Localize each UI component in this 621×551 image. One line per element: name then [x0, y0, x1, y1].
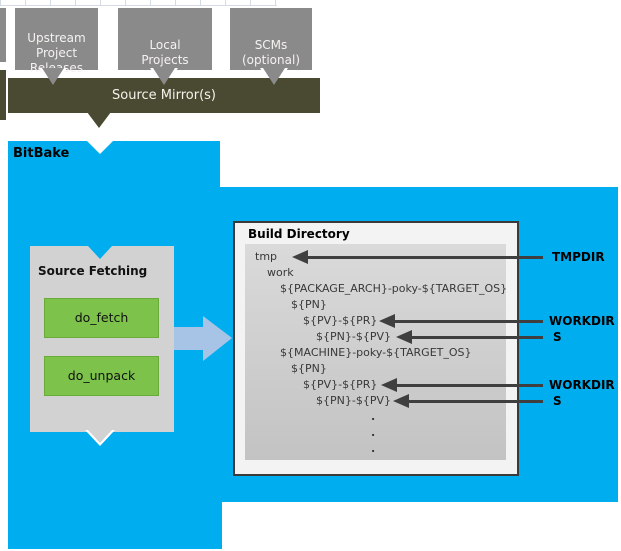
tree-ellipsis-dot: .: [371, 410, 376, 423]
tmpdir-label: TMPDIR: [552, 250, 605, 264]
upstream-project-releases-box: Upstream Project Releases: [15, 8, 98, 75]
tree-item-package-arch: ${PACKAGE_ARCH}-poky-${TARGET_OS}: [280, 282, 508, 295]
directory-tree: tmp work ${PACKAGE_ARCH}-poky-${TARGET_O…: [245, 244, 508, 460]
tree-item-pn-pv-2: ${PN}-${PV}: [316, 394, 391, 407]
do-fetch-task-box: do_fetch: [44, 298, 159, 338]
bitbake-label: BitBake: [13, 146, 70, 161]
do-unpack-label: do_unpack: [67, 368, 136, 383]
do-fetch-label: do_fetch: [74, 310, 129, 325]
workdir-arrow-icon-2: [381, 378, 397, 392]
tree-ellipsis-dot: .: [371, 426, 376, 439]
tree-item-pn: ${PN}: [291, 298, 327, 311]
workdir-label-2: WORKDIR: [549, 378, 615, 392]
tree-item-pn-pv: ${PN}-${PV}: [316, 330, 391, 343]
local-projects-box: Local Projects: [118, 8, 212, 70]
tree-item-pv-pr: ${PV}-${PR}: [303, 314, 378, 327]
cutoff-gray-box-fragment: [0, 8, 6, 62]
s-arrow-icon-2: [393, 394, 409, 408]
source-fetching-title: Source Fetching: [38, 264, 148, 278]
s-label-2: S: [553, 394, 562, 408]
tree-item-tmp: tmp: [255, 250, 278, 263]
tree-item-work: work: [267, 266, 294, 279]
workdir-label: WORKDIR: [549, 314, 615, 328]
source-mirror-label: Source Mirror(s): [112, 88, 216, 103]
s-arrow-line: [410, 336, 543, 339]
do-unpack-task-box: do_unpack: [44, 356, 159, 396]
s-arrow-line-2: [407, 400, 543, 403]
tmpdir-arrow-icon: [292, 250, 308, 264]
s-label: S: [553, 330, 562, 344]
workdir-arrow-icon: [379, 314, 395, 328]
scms-callout-tail-icon: [263, 68, 285, 85]
s-arrow-icon: [396, 330, 412, 344]
tree-ellipsis-dot: .: [371, 442, 376, 455]
tree-item-pv-pr-2: ${PV}-${PR}: [303, 378, 378, 391]
tree-item-pn-2: ${PN}: [291, 362, 327, 375]
tmpdir-arrow-line: [306, 256, 543, 259]
source-fetching-callout: [30, 246, 174, 432]
scms-label: SCMs (optional): [242, 38, 300, 67]
mirror-callout-tail-icon: [87, 112, 111, 128]
build-directory-title: Build Directory: [248, 227, 350, 241]
cutoff-mirror-bar-fragment: [0, 70, 6, 120]
workdir-arrow-line-2: [395, 384, 543, 387]
page-gridline-remnant: [0, 0, 277, 6]
source-fetching-tail-icon: [88, 430, 112, 443]
workdir-arrow-line: [393, 320, 543, 323]
tree-item-machine: ${MACHINE}-poky-${TARGET_OS}: [280, 346, 472, 359]
scms-box: SCMs (optional): [230, 8, 312, 70]
upstream-callout-tail-icon: [42, 68, 64, 85]
local-projects-label: Local Projects: [141, 38, 189, 67]
local-callout-tail-icon: [153, 68, 175, 85]
